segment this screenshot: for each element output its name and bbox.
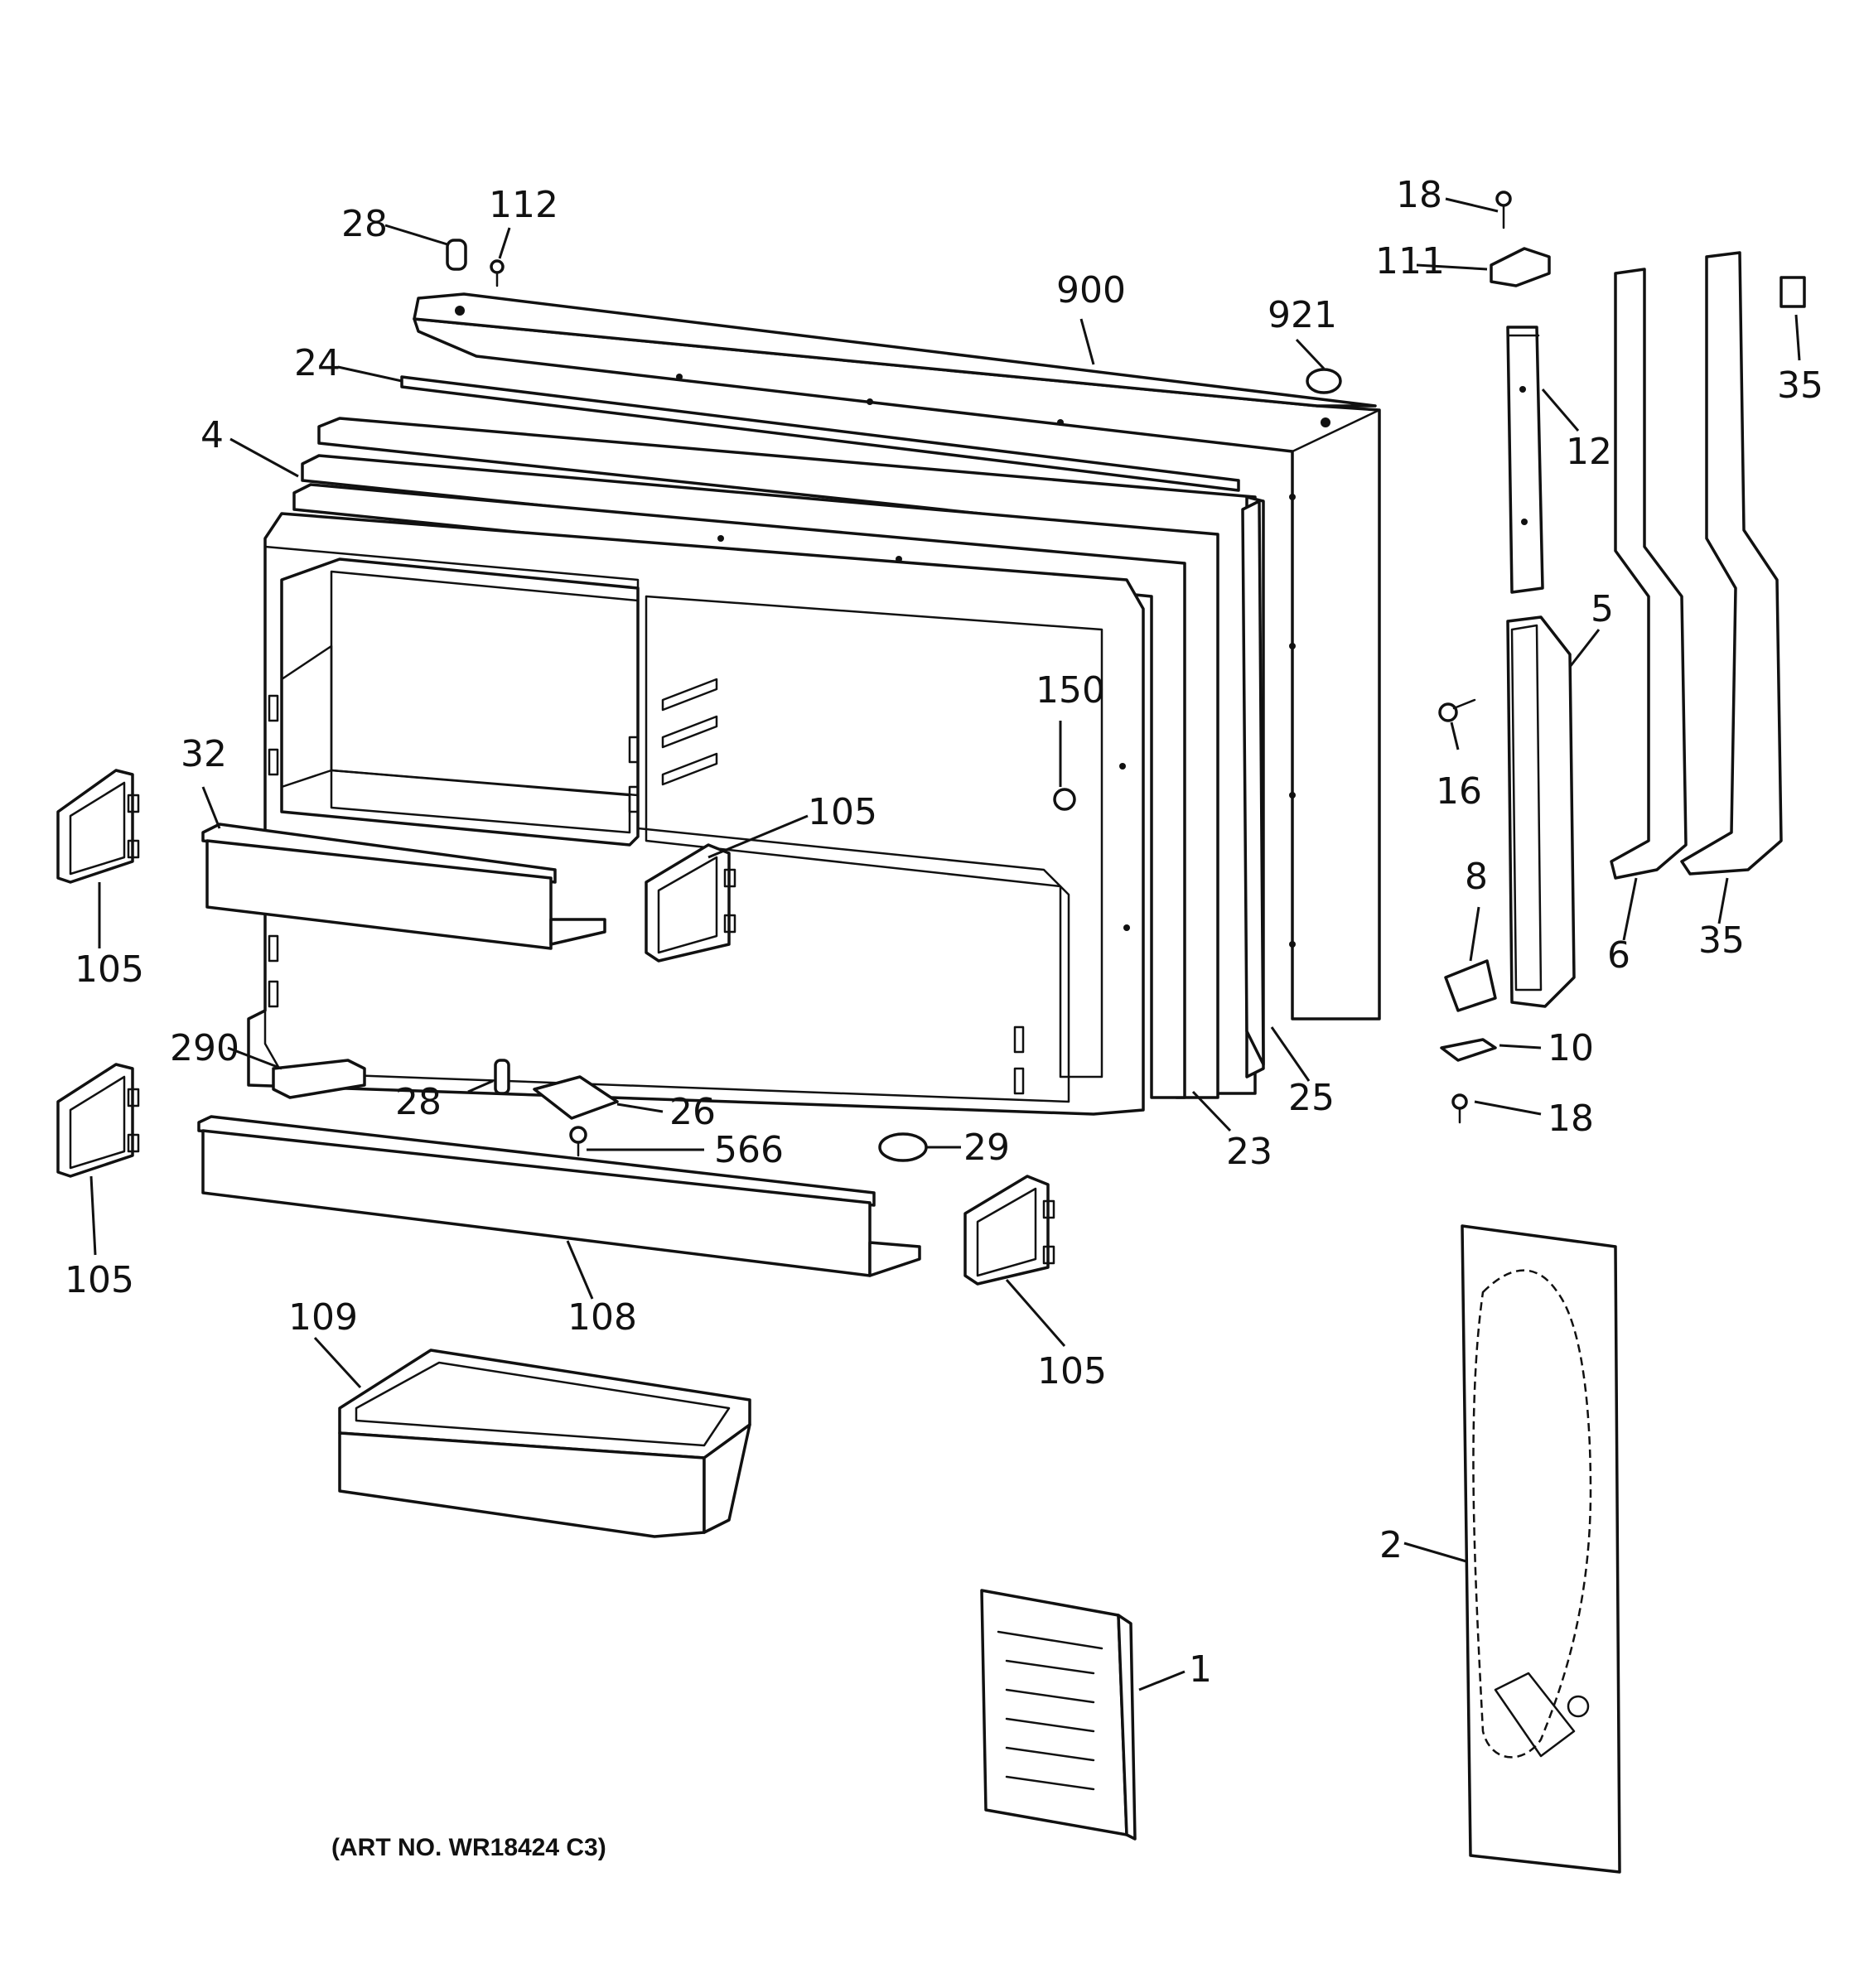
label-18-bottom: 18 <box>1548 1098 1594 1140</box>
label-5: 5 <box>1591 588 1614 630</box>
label-8: 8 <box>1465 856 1488 898</box>
screw-112 <box>490 259 505 287</box>
label-2: 2 <box>1379 1524 1403 1566</box>
shelf-bar-32 <box>201 823 606 950</box>
parts-kit-2 <box>1461 1224 1621 1874</box>
screw-28-upper <box>446 239 467 271</box>
end-cap-35 <box>1779 276 1806 308</box>
bin-109 <box>338 1349 751 1538</box>
door-outer-shell-900 <box>413 292 1381 1021</box>
label-10: 10 <box>1548 1027 1594 1069</box>
label-105-lower-right: 105 <box>1037 1350 1107 1392</box>
label-111: 111 <box>1375 240 1445 282</box>
shelf-bar-108 <box>197 1115 921 1277</box>
label-18-top: 18 <box>1396 174 1442 216</box>
label-28-top: 28 <box>341 203 388 245</box>
inner-door-liner <box>247 512 1145 1116</box>
screw-566 <box>569 1126 587 1157</box>
screw-18-bottom <box>1451 1093 1468 1124</box>
label-900: 900 <box>1056 269 1126 311</box>
label-24: 24 <box>294 342 340 384</box>
label-105-middle: 105 <box>808 791 877 833</box>
shelf-end-105-middle <box>645 843 736 963</box>
plug-29 <box>878 1132 928 1162</box>
label-105-lower-left: 105 <box>65 1259 134 1301</box>
label-112: 112 <box>489 184 558 226</box>
part-labels: 28 112 900 921 24 4 18 111 12 35 5 16 15… <box>65 174 1823 1861</box>
screw-16 <box>1438 698 1476 722</box>
label-32: 32 <box>181 733 227 775</box>
label-150: 150 <box>1036 669 1105 712</box>
label-23: 23 <box>1226 1131 1272 1173</box>
screw-18-top <box>1495 191 1512 229</box>
handle-strap-6 <box>1610 268 1688 880</box>
shelf-end-105-upper-left <box>56 769 140 884</box>
label-12: 12 <box>1566 431 1612 473</box>
label-29: 29 <box>963 1127 1010 1169</box>
label-25: 25 <box>1288 1077 1335 1119</box>
shelf-end-105-lower-right <box>963 1175 1055 1286</box>
label-566: 566 <box>714 1129 784 1171</box>
label-921: 921 <box>1268 294 1337 336</box>
label-28-bottom: 28 <box>395 1081 442 1123</box>
label-4: 4 <box>200 414 224 456</box>
label-26: 26 <box>669 1091 716 1133</box>
shelf-end-105-lower-left <box>56 1063 140 1178</box>
label-290: 290 <box>170 1027 239 1069</box>
block-290 <box>272 1059 366 1099</box>
art-number: (ART NO. WR18424 C3) <box>331 1834 606 1861</box>
label-16: 16 <box>1436 770 1482 813</box>
label-108: 108 <box>567 1296 637 1339</box>
bracket-10 <box>1440 1038 1497 1062</box>
label-1: 1 <box>1189 1648 1212 1691</box>
bracket-8 <box>1444 959 1497 1012</box>
handle-5 <box>1506 615 1576 1008</box>
screw-28-lower <box>494 1059 510 1095</box>
label-35-bottom: 35 <box>1698 919 1745 962</box>
label-35-top: 35 <box>1777 364 1823 407</box>
plug-921 <box>1306 368 1342 394</box>
cap-111 <box>1490 247 1551 287</box>
label-6: 6 <box>1607 934 1630 977</box>
leader-lines <box>89 197 1801 1691</box>
plate-26 <box>533 1075 619 1120</box>
label-105-upper-left: 105 <box>75 948 144 991</box>
owner-manual-1 <box>980 1589 1137 1841</box>
gasket-strip-24 <box>400 375 1240 492</box>
handle-cover-35 <box>1680 251 1783 876</box>
screw-150 <box>1053 788 1076 811</box>
label-109: 109 <box>288 1296 358 1339</box>
gasket-strip-25 <box>1241 499 1265 1066</box>
bracket-12 <box>1506 326 1544 594</box>
